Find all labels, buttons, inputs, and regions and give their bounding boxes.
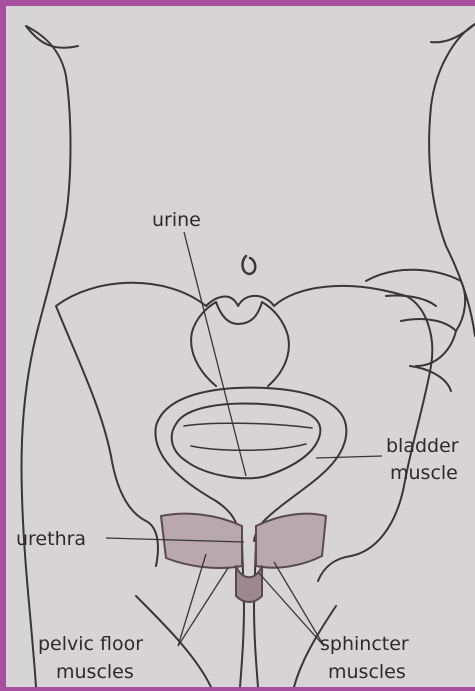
sacrum [191,302,289,386]
leader-sphincter-2 [274,562,324,646]
pelvis-left-wing [56,306,158,566]
bladder-inner-fold [184,423,312,428]
torso-right-outline [429,24,475,336]
label-bladder-line2: muscle [390,463,458,483]
leader-pelvic-1 [178,554,206,646]
label-urine: urine [152,210,201,230]
leader-bladder [316,456,382,458]
label-bladder-line1: bladder [386,436,459,456]
thigh-left [136,596,211,687]
pelvis-outline [56,283,432,581]
navel [243,256,256,274]
label-sphincter-line2: muscles [328,662,406,682]
label-pelvic-line1: pelvic floor [38,634,143,654]
diagram-canvas: urine bladder muscle urethra pelvic floo… [6,6,475,687]
label-pelvic-line2: muscles [56,662,134,682]
bladder-inner-fold-2 [191,444,306,450]
shoulder-right [431,24,475,42]
pelvic-anatomy-drawing [6,6,475,687]
hand-outline [366,270,465,391]
leader-pelvic-2 [178,568,228,646]
sphincter-band [236,566,262,602]
bladder-inner [172,404,321,479]
label-sphincter-line1: sphincter [320,634,409,654]
leader-sphincter-1 [258,572,324,646]
pelvic-floor-right [256,514,326,568]
label-urethra: urethra [16,529,86,549]
torso-left-outline [22,26,71,687]
